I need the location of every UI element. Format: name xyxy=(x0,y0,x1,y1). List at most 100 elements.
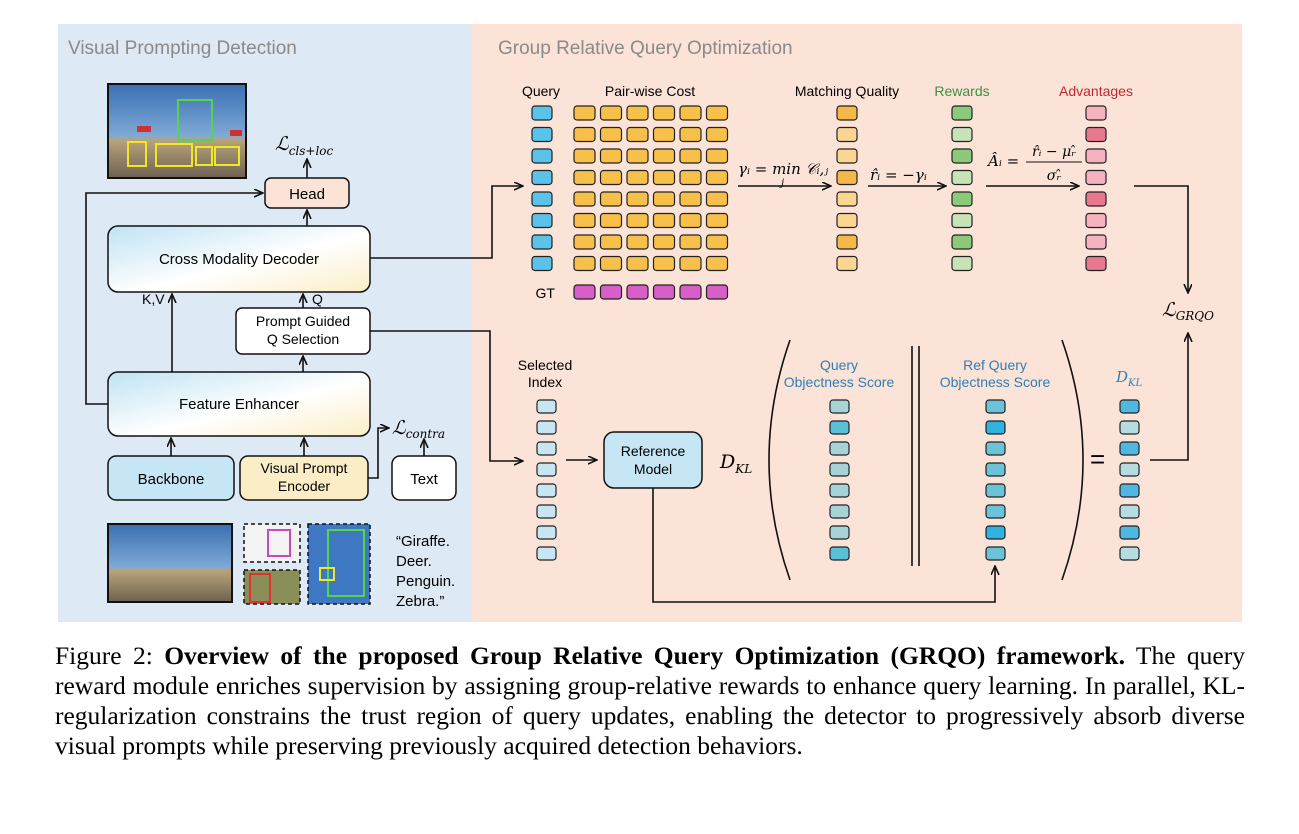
detection-photo xyxy=(107,83,247,179)
ref-qos-header-1: Ref Query xyxy=(963,357,1027,373)
cost-cell xyxy=(626,148,649,164)
ref-qos-cell xyxy=(985,399,1006,414)
gt-cell xyxy=(599,284,623,300)
reward-cell xyxy=(951,105,973,121)
reward-cell xyxy=(951,234,973,250)
caption-lead: Figure 2: xyxy=(55,641,165,670)
pairwise-header: Pair-wise Cost xyxy=(605,83,695,99)
cost-cell xyxy=(626,255,649,272)
ref-qos-cell xyxy=(985,525,1006,540)
matching-cell xyxy=(836,126,858,143)
cost-cell xyxy=(705,234,729,250)
reference-model-block xyxy=(603,431,703,489)
left-paren xyxy=(768,339,791,581)
cost-cell xyxy=(599,234,623,250)
selected-index-cell xyxy=(536,504,557,519)
input-photo xyxy=(107,523,233,603)
cell-grid xyxy=(531,105,1140,561)
cost-cell xyxy=(705,148,729,164)
cost-cell xyxy=(599,126,623,143)
equals-sign: = xyxy=(1090,444,1105,474)
figure-caption: Figure 2: Overview of the proposed Group… xyxy=(55,641,1245,761)
text-label: Text xyxy=(410,471,438,488)
ref-qos-cell xyxy=(985,546,1006,561)
head-block xyxy=(264,177,350,209)
matching-cell xyxy=(836,169,858,186)
reward-cell xyxy=(951,255,973,272)
rewards-header: Rewards xyxy=(934,83,989,99)
cost-cell xyxy=(599,169,623,186)
query-cell xyxy=(531,169,553,186)
cost-cell xyxy=(573,126,596,143)
cost-cell xyxy=(652,191,676,207)
cost-cell xyxy=(626,169,649,186)
qos-cell xyxy=(829,420,850,435)
cost-cell xyxy=(599,105,623,121)
cost-cell xyxy=(626,105,649,121)
dkl-cell xyxy=(1119,483,1140,498)
query-cell xyxy=(531,148,553,164)
backbone-label: Backbone xyxy=(138,471,205,488)
cost-cell xyxy=(679,191,702,207)
prompt-crop-giraffe xyxy=(307,523,371,605)
selected-index-cell xyxy=(536,441,557,456)
reward-cell xyxy=(951,169,973,186)
qos-cell xyxy=(829,525,850,540)
cost-cell xyxy=(679,148,702,164)
left-panel-title: Visual Prompting Detection xyxy=(68,38,297,59)
right-panel-title: Group Relative Query Optimization xyxy=(498,38,793,59)
dkl-cell xyxy=(1119,462,1140,477)
cost-cell xyxy=(652,212,676,229)
cost-cell xyxy=(705,191,729,207)
cost-cell xyxy=(573,105,596,121)
selected-index-cell xyxy=(536,399,557,414)
dkl-cell xyxy=(1119,504,1140,519)
advantage-cell xyxy=(1085,126,1107,143)
reward-cell xyxy=(951,212,973,229)
right-panel xyxy=(472,24,1242,622)
selected-index-cell xyxy=(536,546,557,561)
enhancer-label: Feature Enhancer xyxy=(179,396,299,413)
qos-header-2: Objectness Score xyxy=(784,374,895,390)
gt-cell xyxy=(679,284,702,300)
dkl-cell xyxy=(1119,399,1140,414)
cost-cell xyxy=(652,148,676,164)
cost-cell xyxy=(705,212,729,229)
query-cell xyxy=(531,191,553,207)
gamma-formula: γᵢ = min 𝒞ᵢ,ⱼ xyxy=(738,160,828,178)
advantage-cell xyxy=(1085,148,1107,164)
ref-qos-header-2: Objectness Score xyxy=(940,374,1051,390)
cost-cell xyxy=(652,234,676,250)
right-paren xyxy=(1061,339,1084,581)
reference-model-label-1: Reference xyxy=(621,443,686,459)
query-header: Query xyxy=(522,83,560,99)
selected-index-cell xyxy=(536,483,557,498)
gamma-formula-sub: j xyxy=(779,178,784,189)
loss-contra: ℒcontra xyxy=(392,417,445,441)
adv-formula-lhs: Âᵢ = xyxy=(986,152,1019,170)
qos-cell xyxy=(829,483,850,498)
prompt-q-label-1: Prompt Guided xyxy=(256,313,350,329)
dkl-cell xyxy=(1119,441,1140,456)
adv-formula-num: r̂ᵢ − μᵣ̂ xyxy=(1032,144,1076,160)
prompt-crop-deer xyxy=(243,569,301,605)
gt-label: GT xyxy=(536,285,556,301)
advantage-cell xyxy=(1085,234,1107,250)
prompt-q-label-2: Q Selection xyxy=(267,331,339,347)
gt-cell xyxy=(573,284,596,300)
prompt-crop-penguin xyxy=(243,523,301,563)
cost-cell xyxy=(599,191,623,207)
cost-cell xyxy=(652,169,676,186)
kv-label: K,V xyxy=(142,291,165,307)
cost-cell xyxy=(679,105,702,121)
advantage-cell xyxy=(1085,191,1107,207)
q-label: Q xyxy=(312,291,323,307)
cost-cell xyxy=(705,255,729,272)
loss-cls-loc: ℒcls+loc xyxy=(275,133,334,158)
selected-index-header-1: Selected xyxy=(518,357,572,373)
adv-formula-den: σᵣ̂ xyxy=(1047,168,1062,184)
cost-cell xyxy=(573,148,596,164)
query-cell xyxy=(531,234,553,250)
advantage-cell xyxy=(1085,169,1107,186)
ref-qos-cell xyxy=(985,462,1006,477)
